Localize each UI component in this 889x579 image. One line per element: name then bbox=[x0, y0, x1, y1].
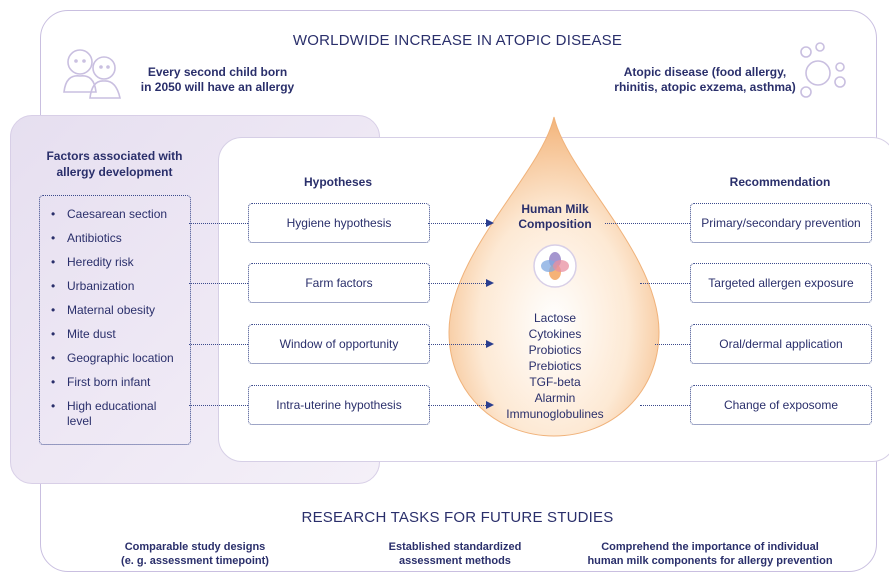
factor-item: Urbanization bbox=[51, 279, 134, 294]
arrow-head-icon bbox=[486, 219, 494, 227]
connector-line bbox=[640, 283, 690, 284]
factor-item: Geographic location bbox=[51, 351, 174, 366]
research-item: Comprehend the importance of individual … bbox=[587, 541, 833, 567]
component-item: Prebiotics bbox=[528, 359, 582, 373]
research-title: RESEARCH TASKS FOR FUTURE STUDIES bbox=[301, 509, 614, 526]
recommendation-box: Change of exposome bbox=[690, 385, 872, 425]
milk-components-icon bbox=[533, 244, 577, 288]
factor-item: Caesarean section bbox=[51, 207, 167, 222]
component-item: TGF-beta bbox=[529, 375, 581, 389]
factor-item: Maternal obesity bbox=[51, 303, 155, 318]
component-item: Lactose bbox=[533, 311, 577, 325]
right-note: Atopic disease (food allergy, rhinitis, … bbox=[614, 65, 796, 94]
connector-line bbox=[189, 223, 248, 224]
hypothesis-box: Window of opportunity bbox=[248, 324, 430, 364]
factor-item: High educational level bbox=[51, 399, 156, 429]
arrow-line bbox=[428, 405, 488, 406]
recommendation-box: Primary/secondary prevention bbox=[690, 203, 872, 243]
factors-title: Factors associated with allergy developm… bbox=[46, 149, 183, 179]
arrow-head-icon bbox=[486, 279, 494, 287]
arrow-line bbox=[428, 344, 488, 345]
factor-item: Antibiotics bbox=[51, 231, 122, 246]
connector-line bbox=[640, 405, 690, 406]
arrow-head-icon bbox=[486, 340, 494, 348]
arrow-head-icon bbox=[486, 401, 494, 409]
connector-line bbox=[655, 344, 690, 345]
hypotheses-heading: Hypotheses bbox=[303, 175, 373, 189]
factor-item: First born infant bbox=[51, 375, 150, 390]
recommendation-heading: Recommendation bbox=[729, 175, 831, 189]
factor-item: Mite dust bbox=[51, 327, 116, 342]
recommendation-box: Oral/dermal application bbox=[690, 324, 872, 364]
connector-line bbox=[189, 283, 248, 284]
arrow-line bbox=[428, 223, 488, 224]
factors-list: Caesarean section Antibiotics Heredity r… bbox=[39, 195, 191, 445]
arrow-line bbox=[428, 283, 488, 284]
component-item: Immunoglobulines bbox=[506, 407, 604, 421]
component-item: Alarmin bbox=[534, 391, 576, 405]
factor-item: Heredity risk bbox=[51, 255, 134, 270]
hypothesis-box: Hygiene hypothesis bbox=[248, 203, 430, 243]
baby-icon bbox=[63, 49, 121, 99]
recommendation-box: Targeted allergen exposure bbox=[690, 263, 872, 303]
component-item: Probiotics bbox=[528, 343, 582, 357]
hypothesis-box: Intra-uterine hypothesis bbox=[248, 385, 430, 425]
component-item: Cytokines bbox=[528, 327, 582, 341]
research-item: Established standardized assessment meth… bbox=[388, 541, 522, 567]
bubbles-icon bbox=[800, 42, 846, 98]
research-item: Comparable study designs (e. g. assessme… bbox=[121, 541, 269, 567]
left-note: Every second child born in 2050 will hav… bbox=[140, 65, 295, 94]
connector-line bbox=[605, 223, 690, 224]
top-title: WORLDWIDE INCREASE IN ATOPIC DISEASE bbox=[292, 32, 623, 49]
milk-title: Human Milk Composition bbox=[518, 202, 592, 231]
hypothesis-box: Farm factors bbox=[248, 263, 430, 303]
connector-line bbox=[189, 344, 248, 345]
milk-components: Lactose Cytokines Probiotics Prebiotics … bbox=[480, 310, 630, 422]
connector-line bbox=[189, 405, 248, 406]
